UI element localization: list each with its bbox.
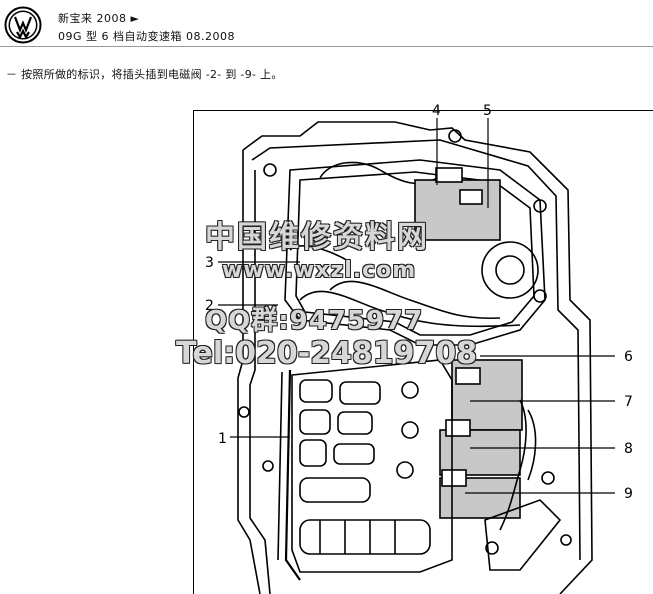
document-brand-line: 新宝来 2008 ►	[58, 12, 140, 25]
vw-logo-icon	[4, 6, 42, 44]
watermark-line-1: 中国维修资料网	[205, 220, 429, 255]
callout-5: 5	[483, 103, 492, 119]
watermark-line-4: Tel:020-24819708	[176, 336, 478, 371]
callout-4: 4	[432, 103, 441, 119]
watermark-line-3: QQ群:9475977	[205, 306, 424, 336]
instruction-text: － 按照所做的标识，将插头插到电磁阀 -2- 到 -9- 上。	[6, 68, 283, 81]
callout-7: 7	[624, 394, 633, 410]
document-title: 09G 型 6 档自动变速箱 08.2008	[58, 30, 235, 43]
callout-3: 3	[205, 255, 214, 271]
figure-frame	[193, 110, 653, 594]
callout-6: 6	[624, 349, 633, 365]
callout-9: 9	[624, 486, 633, 502]
callout-8: 8	[624, 441, 633, 457]
callout-1: 1	[218, 431, 227, 447]
header-divider	[0, 46, 653, 47]
watermark-line-2: www.wxzl.com	[222, 258, 417, 283]
callout-2: 2	[205, 298, 214, 314]
